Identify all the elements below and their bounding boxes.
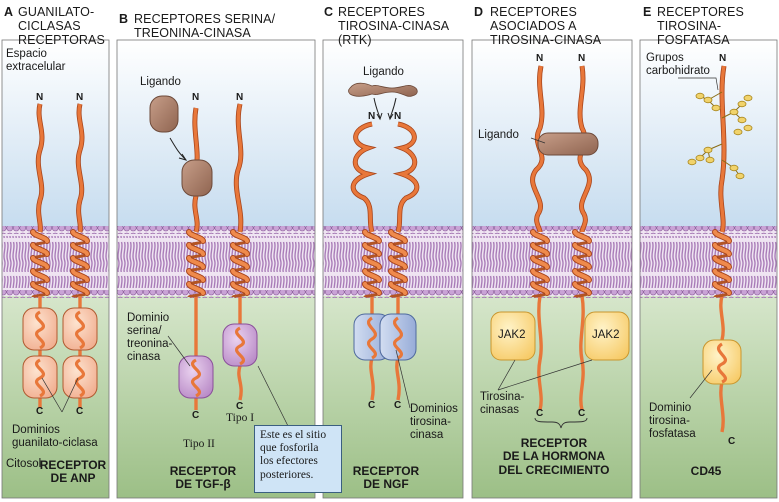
panel-borders <box>1 39 778 499</box>
type-i-label: Tipo I <box>226 412 255 424</box>
ligand-gh <box>537 132 599 156</box>
transmembrane-helix <box>362 229 382 299</box>
transmembrane-helix <box>530 229 550 299</box>
rtk-chain <box>350 121 378 401</box>
gh-chain <box>577 65 592 411</box>
n-terminus-label: N <box>76 92 84 103</box>
extracellular-label: Espacio extracelular <box>6 48 66 73</box>
tyrosine-phosphatase-domain <box>702 339 742 385</box>
transmembrane-helix <box>572 229 592 299</box>
transmembrane-helix <box>30 229 50 299</box>
tgf-receptor-title: RECEPTOR DE TGF-β <box>169 464 237 492</box>
tyrosine-kinases-label: Tirosina- cinasas <box>480 391 525 416</box>
panel-e-letter: E <box>643 5 652 19</box>
tgf-receptor <box>149 95 291 431</box>
c-terminus-label: C <box>36 406 44 417</box>
ligand-ngf <box>348 82 418 121</box>
leader-lines <box>395 349 411 409</box>
anp-receptor <box>22 103 98 413</box>
serine-threonine-kinase-domain <box>178 323 258 399</box>
cd45-chain <box>718 65 727 433</box>
c-terminus-label: C <box>192 410 200 421</box>
guanylate-cyclase-domain <box>22 307 98 399</box>
transmembrane-helix <box>230 229 250 299</box>
panel-c-header: RECEPTORES TIROSINA-CINASA (RTK) <box>338 5 450 47</box>
leader-lines <box>167 335 291 431</box>
carbohydrate-groups-label: Grupos carbohidrato <box>646 52 710 77</box>
type-ii-label: Tipo II <box>183 438 215 450</box>
panel-e-bg <box>640 40 777 498</box>
c-terminus-label: C <box>236 401 244 412</box>
jak2-label: JAK2 <box>498 329 526 341</box>
jak2-label: JAK2 <box>592 329 620 341</box>
leader-lines <box>678 77 719 399</box>
panel-d-letter: D <box>474 5 484 19</box>
cd45-receptor <box>678 65 753 433</box>
c-terminus-label: C <box>536 408 544 419</box>
tyrosine-phosphatase-domain-label: Dominio tirosina- fosfatasa <box>649 402 696 440</box>
ligand-label: Ligando <box>478 129 519 141</box>
n-terminus-label: N <box>536 53 544 64</box>
carbohydrate-groups <box>687 91 753 180</box>
transmembrane-helix <box>388 229 408 299</box>
panel-b-letter: B <box>119 12 129 26</box>
panel-b-header: RECEPTORES SERINA/ TREONINA-CINASA <box>134 12 276 40</box>
ligand-label: Ligando <box>140 76 181 88</box>
serine-threonine-domain-label: Dominio serina/ treonina- cinasa <box>127 312 173 363</box>
panel-e-header: RECEPTORES TIROSINA- FOSFATASA <box>657 5 744 47</box>
c-terminus-label: C <box>728 436 736 447</box>
n-terminus-label: N <box>578 53 586 64</box>
type-ii-chain <box>192 107 200 410</box>
ngf-receptor <box>348 82 420 409</box>
c-terminus-label: C <box>368 400 376 411</box>
anp-chain <box>75 103 85 233</box>
n-terminus-label: N <box>36 92 44 103</box>
jak2-box <box>490 311 630 361</box>
c-terminus-label: C <box>394 400 402 411</box>
panel-c-letter: C <box>324 5 334 19</box>
guanylate-cyclase-domains-label: Dominios guanilato-ciclasa <box>12 424 98 449</box>
tyrosine-kinase-domain <box>353 313 417 361</box>
panel-a-letter: A <box>4 5 14 19</box>
c-terminus-label: C <box>76 406 84 417</box>
ligand-tgf <box>149 95 213 197</box>
n-terminus-label: N <box>236 92 244 103</box>
anp-chain <box>35 103 45 233</box>
n-terminus-label: N <box>192 92 200 103</box>
ligand-label: Ligando <box>363 66 404 78</box>
n-terminus-label: N <box>719 53 727 64</box>
type-i-chain <box>233 103 244 401</box>
phosphorylation-note: Este es el sitio que fosforila los efect… <box>254 425 342 493</box>
n-terminus-label: N <box>368 111 376 122</box>
leader-lines <box>497 137 593 429</box>
cytosol-label: Citosol <box>6 458 42 470</box>
rtk-chain <box>392 121 420 401</box>
cd45-title: CD45 <box>690 464 722 478</box>
leader-lines <box>41 377 79 413</box>
gh-receptor <box>490 65 630 429</box>
c-terminus-label: C <box>578 408 586 419</box>
panel-a-header: GUANILATO- CICLASAS RECEPTORAS <box>18 5 105 47</box>
gh-receptor-title: RECEPTOR DE LA HORMONA DEL CRECIMIENTO <box>498 436 610 477</box>
transmembrane-helix <box>186 229 206 299</box>
panel-d-header: RECEPTORES ASOCIADOS A TIROSINA-CINASA <box>490 5 602 47</box>
tyrosine-kinase-domains-label: Dominios tirosina- cinasa <box>410 403 458 441</box>
gh-chain <box>530 65 545 411</box>
transmembrane-helix <box>70 229 90 299</box>
ngf-receptor-title: RECEPTOR DE NGF <box>352 464 420 492</box>
anp-receptor-title: RECEPTOR DE ANP <box>39 458 107 486</box>
n-terminus-label: N <box>394 111 402 122</box>
transmembrane-helix <box>712 229 732 299</box>
